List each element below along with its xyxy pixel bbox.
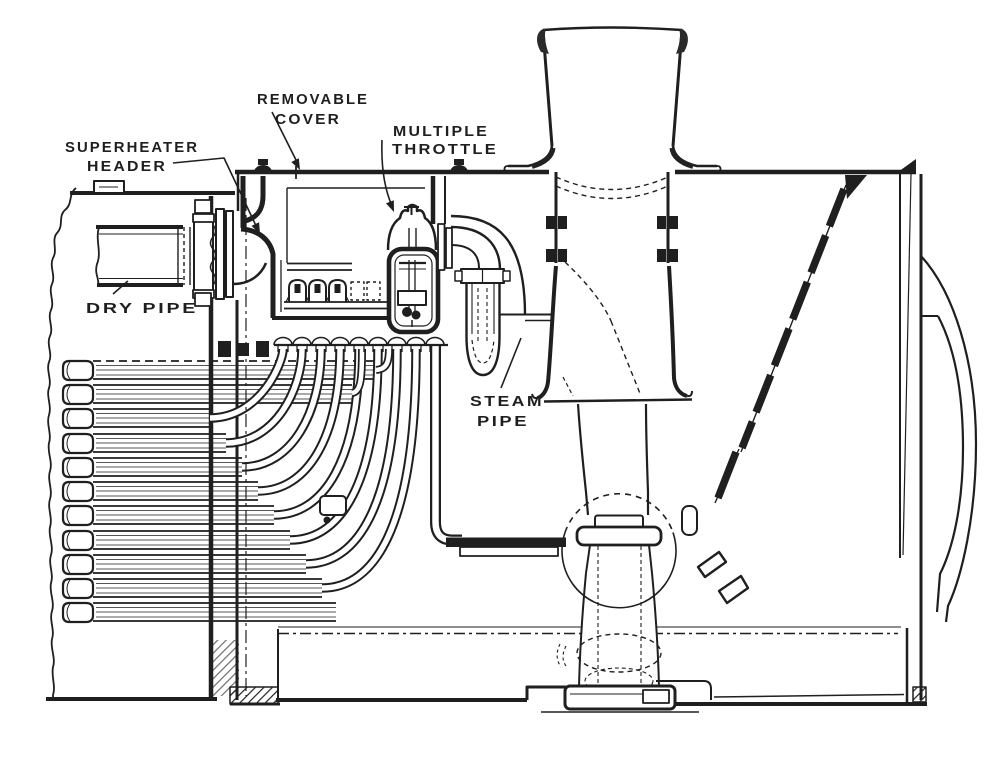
deflector-louver xyxy=(696,550,728,579)
cover-clamp-lug xyxy=(253,165,273,174)
element-support-rail xyxy=(446,537,566,547)
label-text: THROTTLE xyxy=(392,142,498,158)
label-text: DRY PIPE xyxy=(86,301,198,317)
leader-line xyxy=(500,337,522,389)
damper-cylinder xyxy=(681,505,698,536)
steam-pipe-casing xyxy=(450,214,527,316)
multiple-throttle-dome xyxy=(386,203,438,258)
label-text: COVER xyxy=(275,112,341,128)
dry-pipe xyxy=(95,199,234,307)
petticoat-bell-right xyxy=(667,265,688,398)
header-flange-inner xyxy=(225,210,234,298)
label-text: SUPERHEATER xyxy=(65,140,199,156)
boiler-front-sheet xyxy=(935,315,965,613)
label-text: PIPE xyxy=(477,414,529,430)
label-superheater-header: SUPERHEATER HEADER xyxy=(65,140,264,236)
label-text: HEADER xyxy=(87,159,167,175)
leader-line xyxy=(172,157,259,231)
unit-valve-caps xyxy=(285,279,381,303)
steam-pipe xyxy=(450,214,552,377)
cover-clamp-lug xyxy=(449,165,469,174)
leader-line xyxy=(112,280,129,295)
element-union-scallops xyxy=(273,336,448,352)
element-bend-pipes xyxy=(209,341,566,593)
gland-bolt-top xyxy=(194,199,212,214)
deflector-plate xyxy=(681,175,867,605)
pipe-clamp xyxy=(319,495,347,516)
label-steam-pipe: STEAM PIPE xyxy=(470,337,544,430)
label-dry-pipe: DRY PIPE xyxy=(86,280,198,317)
stack-rim xyxy=(542,26,683,32)
label-multiple-throttle: MULTIPLE THROTTLE xyxy=(381,124,498,214)
stack-joint-bolts xyxy=(546,216,678,262)
label-text: STEAM xyxy=(470,394,544,410)
throttle-valve-chamber xyxy=(386,246,441,335)
leader-line xyxy=(381,139,393,207)
header-flange-outer xyxy=(215,208,225,300)
rear-top-gusset xyxy=(898,159,916,172)
dry-pipe-torn-end xyxy=(95,226,100,286)
stack-top-flare xyxy=(537,29,549,54)
smokestack xyxy=(503,26,722,263)
detail-circle-annotation xyxy=(561,493,677,609)
bell-mouth xyxy=(543,398,693,403)
petticoat-bell-left xyxy=(537,265,558,400)
steam-pipe-flange xyxy=(437,223,446,271)
rear-bottom-corner xyxy=(912,686,927,703)
label-text: MULTIPLE xyxy=(393,124,489,140)
smokebox-shell xyxy=(235,159,978,703)
deflector-louver xyxy=(717,574,750,605)
slip-joint-gland xyxy=(193,220,214,292)
gland-bolt-bottom xyxy=(194,292,212,307)
label-removable-cover: REMOVABLE COVER xyxy=(257,92,369,172)
smokebox-bottom xyxy=(229,629,927,706)
stack-extension xyxy=(554,172,670,263)
callout-labels: SUPERHEATER HEADER REMOVABLE COVER MULTI… xyxy=(65,92,544,430)
steam-pipe-open-end xyxy=(465,335,501,377)
petticoat-pipe xyxy=(531,261,693,516)
leader-line xyxy=(271,111,299,165)
nozzle-cap xyxy=(575,525,663,547)
label-text: REMOVABLE xyxy=(257,92,369,108)
superheater-header xyxy=(232,172,453,352)
